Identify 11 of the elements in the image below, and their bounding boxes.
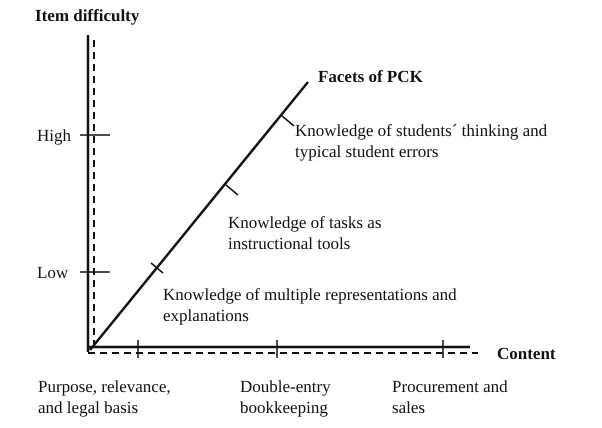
category-label: Purpose, relevance, and legal basis bbox=[38, 376, 172, 418]
category-label: Procurement and sales bbox=[392, 376, 509, 418]
facet-label: Knowledge of students´ thinking and typical student errors bbox=[295, 120, 548, 162]
tick-label: High bbox=[37, 125, 71, 146]
axis-label: Item difficulty bbox=[35, 5, 140, 26]
axis-label: Facets of PCK bbox=[318, 66, 423, 88]
facet-label: Knowledge of multiple representations and explanations bbox=[163, 284, 458, 326]
tick-label: Low bbox=[37, 262, 68, 284]
axis-label: Content bbox=[497, 343, 556, 364]
facet-label: Knowledge of tasks as instructional tools bbox=[228, 212, 382, 254]
category-label: Double-entry bookkeeping bbox=[240, 376, 332, 418]
